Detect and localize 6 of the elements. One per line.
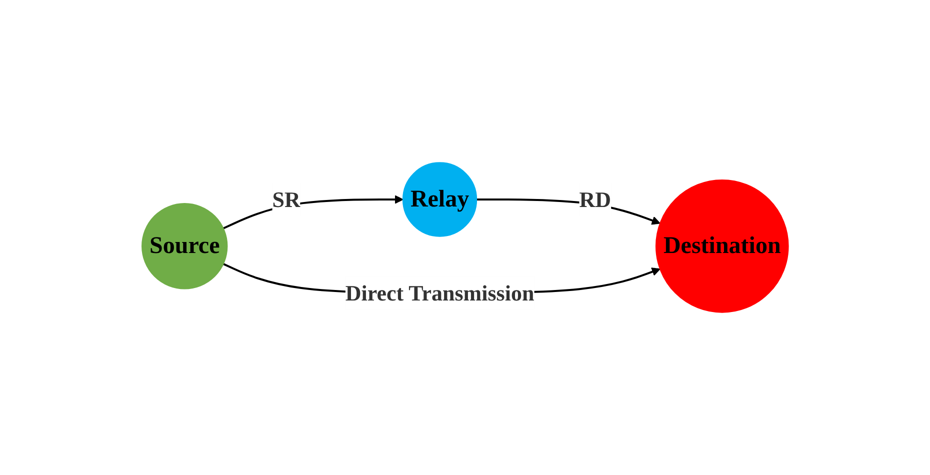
edge-label: RD: [579, 186, 611, 212]
node-circle: Destination: [655, 180, 789, 313]
node-circle: Source: [141, 203, 228, 290]
edge-label: SR: [272, 186, 300, 212]
node-circle: Relay: [402, 162, 477, 237]
edge-label: Direct Transmission: [345, 280, 534, 306]
